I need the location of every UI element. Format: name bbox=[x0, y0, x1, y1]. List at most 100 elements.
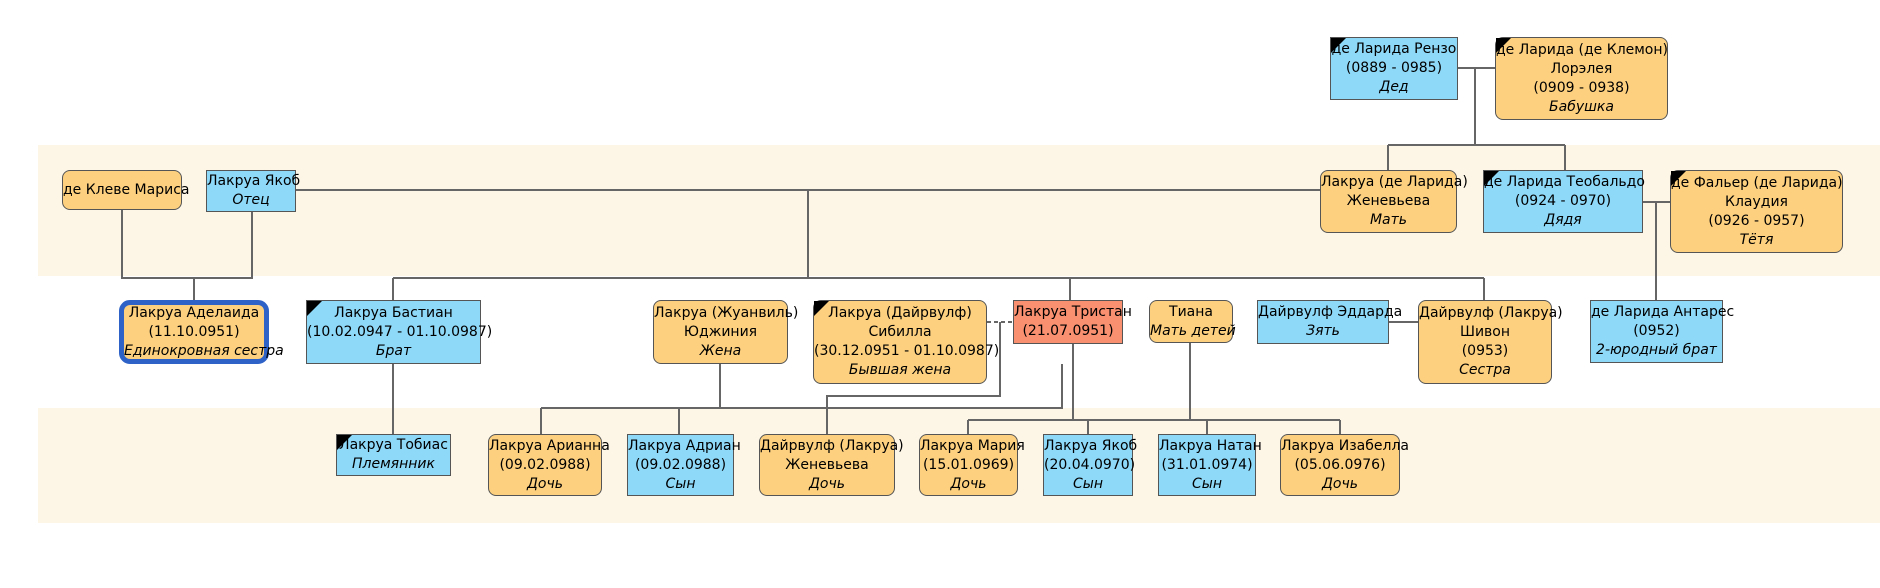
person-loreleya[interactable]: де Ларида (де Клемон) Лорэлея (0909 - 09… bbox=[1495, 37, 1668, 120]
person-role: Дочь bbox=[526, 475, 564, 492]
person-tiana[interactable]: Тиана Мать детей bbox=[1149, 300, 1236, 343]
person-yakob-father[interactable]: Лакруа Якоб Отец bbox=[206, 170, 301, 212]
person-role: Дед bbox=[1379, 79, 1409, 95]
person-role: Дочь bbox=[808, 475, 846, 492]
person-tobias[interactable]: Лакруа Тобиас Племянник bbox=[336, 434, 451, 476]
person-role: 2-юродный брат bbox=[1596, 342, 1717, 358]
person-name-line: Дайрвулф (Лакруа) bbox=[760, 437, 904, 454]
person-zhenevieva-mother[interactable]: Лакруа (де Ларида) Женевьева Мать bbox=[1320, 170, 1468, 233]
person-dates: (20.04.0970) bbox=[1044, 456, 1136, 473]
person-name-line: Лакруа Изабелла bbox=[1281, 437, 1409, 454]
person-role: Тётя bbox=[1739, 231, 1774, 248]
person-name-line: Женевьева bbox=[1346, 193, 1431, 209]
person-role: Племянник bbox=[352, 456, 435, 472]
person-zhenevieva-daughter[interactable]: Дайрвулф (Лакруа) Женевьева Дочь bbox=[759, 434, 904, 496]
person-role: Сын bbox=[665, 475, 696, 492]
deceased-marker-icon bbox=[1331, 38, 1346, 53]
person-name-line: Лакруа Якоб bbox=[207, 173, 301, 189]
person-dates: (0924 - 0970) bbox=[1514, 193, 1612, 209]
person-name-line: де Ларида Антарес bbox=[1591, 304, 1735, 320]
person-role: Дочь bbox=[950, 475, 987, 492]
person-name-line: де Ларида Рензо bbox=[1331, 41, 1457, 57]
person-name-line: Лакруа Натан bbox=[1159, 437, 1262, 454]
person-name-line: Тиана bbox=[1169, 303, 1213, 320]
person-name-line: Лакруа Тристан bbox=[1014, 304, 1132, 320]
person-name-line: Лорэлея bbox=[1550, 60, 1613, 77]
person-role: Жена bbox=[699, 342, 742, 359]
person-yudzhiniya[interactable]: Лакруа (Жуанвиль) Юджиния Жена bbox=[653, 300, 799, 364]
deceased-marker-icon bbox=[1484, 171, 1499, 186]
person-dates: (0909 - 0938) bbox=[1533, 79, 1630, 96]
person-name-line: Клаудия bbox=[1725, 193, 1788, 210]
person-name-line: де Клеве Мариса bbox=[63, 181, 190, 198]
person-tristan-self[interactable]: Лакруа Тристан (21.07.0951) bbox=[1013, 300, 1132, 344]
person-role: Зять bbox=[1306, 323, 1340, 339]
deceased-marker-icon bbox=[337, 435, 352, 450]
person-antares[interactable]: де Ларида Антарес (0952) 2-юродный брат bbox=[1590, 300, 1735, 363]
person-dates: (21.07.0951) bbox=[1022, 323, 1114, 339]
person-name-line: Лакруа (де Ларида) bbox=[1321, 174, 1468, 190]
person-klaudiya[interactable]: де Фальер (де Ларида) Клаудия (0926 - 09… bbox=[1670, 170, 1843, 253]
deceased-marker-icon bbox=[814, 301, 829, 316]
deceased-marker-icon bbox=[1671, 171, 1686, 186]
person-mariya[interactable]: Лакруа Мария (15.01.0969) Дочь bbox=[919, 434, 1025, 496]
person-name-line: де Ларида (де Клемон) bbox=[1496, 41, 1668, 58]
person-dates: (09.02.0988) bbox=[499, 456, 591, 473]
person-dates: (05.06.0976) bbox=[1294, 456, 1386, 473]
person-dates: (0952) bbox=[1633, 323, 1680, 339]
person-adrian[interactable]: Лакруа Адриан (09.02.0988) Сын bbox=[627, 434, 741, 496]
person-eddarda[interactable]: Дайрвулф Эддарда Зять bbox=[1257, 300, 1403, 344]
person-arianna[interactable]: Лакруа Арианна (09.02.0988) Дочь bbox=[488, 434, 610, 496]
person-renzo[interactable]: де Ларида Рензо (0889 - 0985) Дед bbox=[1330, 37, 1458, 100]
person-yakob-son[interactable]: Лакруа Якоб (20.04.0970) Сын bbox=[1043, 434, 1138, 496]
person-name-line: Лакруа (Дайрвулф) bbox=[828, 305, 972, 321]
person-name-line: Дайрвулф (Лакруа) bbox=[1419, 305, 1563, 321]
person-name-line: Лакруа Якоб bbox=[1044, 437, 1138, 454]
person-name-line: де Фальер (де Ларида) bbox=[1671, 174, 1843, 191]
person-sibilla[interactable]: Лакруа (Дайрвулф) Сибилла (30.12.0951 - … bbox=[813, 300, 1000, 384]
person-natan[interactable]: Лакруа Натан (31.01.0974) Сын bbox=[1158, 434, 1262, 496]
person-role: Бабушка bbox=[1549, 98, 1614, 115]
person-dates: (09.02.0988) bbox=[634, 456, 727, 473]
person-role: Сын bbox=[1073, 475, 1103, 492]
person-name-line: Юджиния bbox=[683, 323, 758, 340]
person-adelaida[interactable]: Лакруа Аделаида (11.10.0951) Единокровна… bbox=[119, 300, 284, 364]
person-izabella[interactable]: Лакруа Изабелла (05.06.0976) Дочь bbox=[1280, 434, 1409, 496]
person-dates: (11.10.0951) bbox=[148, 323, 240, 340]
person-dates: (0889 - 0985) bbox=[1345, 60, 1443, 76]
person-role: Мать детей bbox=[1150, 322, 1236, 339]
person-name-line: Лакруа Арианна bbox=[489, 437, 610, 454]
person-name-line: Сибилла bbox=[868, 324, 932, 340]
person-role: Сестра bbox=[1459, 362, 1511, 378]
person-dates: (31.01.0974) bbox=[1161, 456, 1253, 473]
person-role: Единокровная сестра bbox=[124, 342, 284, 359]
person-name-line: Лакруа Адриан bbox=[628, 437, 741, 454]
person-role: Отец bbox=[232, 192, 270, 208]
person-teobaldo[interactable]: де Ларида Теобальдо (0924 - 0970) Дядя bbox=[1483, 170, 1645, 233]
person-role: Брат bbox=[375, 342, 412, 359]
deceased-marker-icon bbox=[307, 301, 322, 316]
person-name-line: Лакруа Бастиан bbox=[334, 304, 453, 321]
person-shivon[interactable]: Дайрвулф (Лакруа) Шивон (0953) Сестра bbox=[1418, 300, 1563, 384]
person-dates: (30.12.0951 - 01.10.0987) bbox=[814, 343, 1000, 359]
person-role: Сын bbox=[1192, 475, 1222, 492]
person-name-line: Лакруа Мария bbox=[920, 437, 1025, 454]
person-role: Дядя bbox=[1544, 212, 1582, 228]
person-bastian[interactable]: Лакруа Бастиан (10.02.0947 - 01.10.0987)… bbox=[306, 300, 493, 364]
person-name-line: де Ларида Теобальдо bbox=[1484, 174, 1645, 190]
person-dates: (10.02.0947 - 01.10.0987) bbox=[307, 323, 493, 340]
person-name-line: Лакруа Тобиас bbox=[339, 437, 448, 453]
person-role: Бывшая жена bbox=[848, 362, 952, 378]
person-name-line: Женевьева bbox=[785, 456, 869, 473]
person-name-line: Дайрвулф Эддарда bbox=[1258, 304, 1403, 320]
deceased-marker-icon bbox=[1496, 38, 1511, 53]
person-role: Мать bbox=[1369, 212, 1408, 228]
person-name-line: Лакруа Аделаида bbox=[128, 304, 260, 321]
person-dates: (0953) bbox=[1461, 343, 1509, 359]
person-role: Дочь bbox=[1321, 475, 1359, 492]
person-name-line: Лакруа (Жуанвиль) bbox=[654, 304, 799, 321]
person-marisa[interactable]: де Клеве Мариса bbox=[62, 170, 190, 210]
person-name-line: Шивон bbox=[1459, 324, 1511, 340]
person-dates: (0926 - 0957) bbox=[1708, 212, 1805, 229]
